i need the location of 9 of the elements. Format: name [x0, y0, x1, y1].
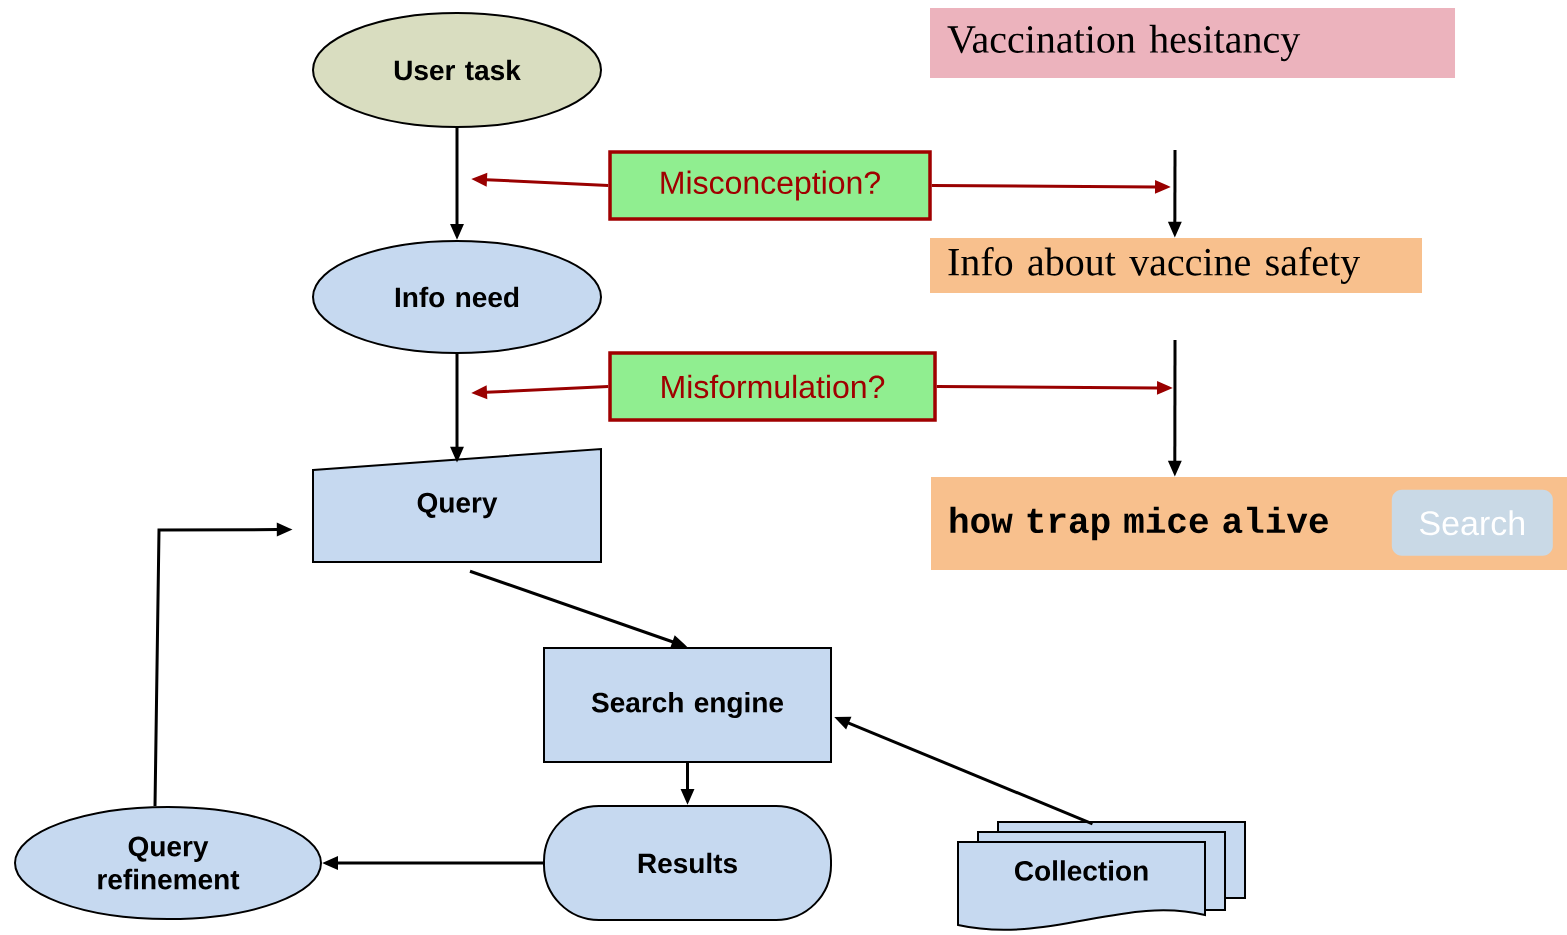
oval: User task: [312, 12, 602, 128]
process-box: Search engine: [543, 647, 832, 763]
topic-banner: Info about vaccine safety: [930, 238, 1422, 293]
document-stack: Collection: [957, 821, 1246, 931]
oval: Info need: [312, 240, 602, 354]
oval: Query refinement: [14, 806, 322, 920]
topic-banner: Vaccination hesitancy: [930, 8, 1455, 78]
question-box: Misformulation?: [608, 351, 937, 422]
question-box: Misconception?: [608, 150, 932, 221]
